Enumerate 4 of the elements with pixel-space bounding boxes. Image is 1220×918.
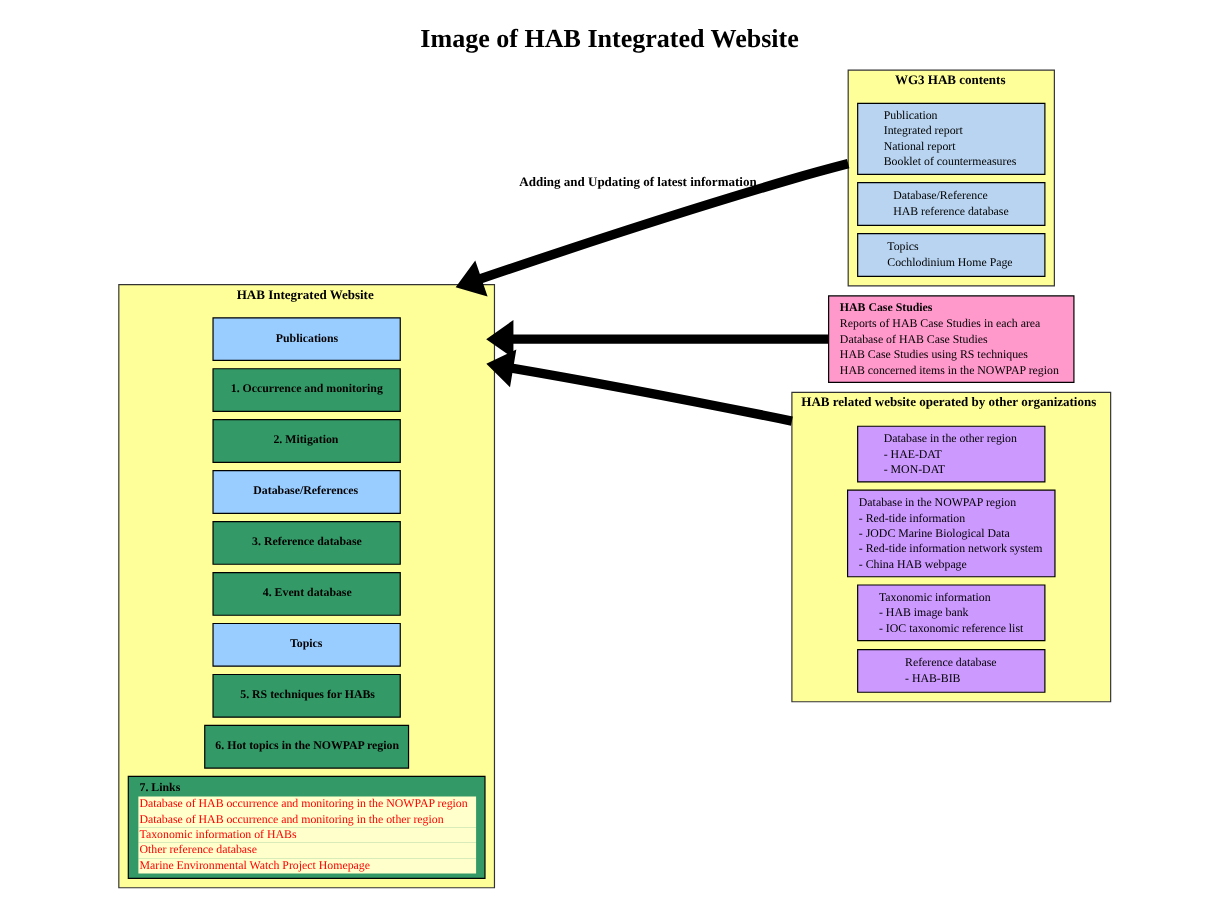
arrow — [455, 158, 850, 296]
arrow — [486, 348, 793, 425]
diagram-title: Image of HAB Integrated Website — [420, 22, 799, 53]
arrow — [486, 319, 829, 358]
